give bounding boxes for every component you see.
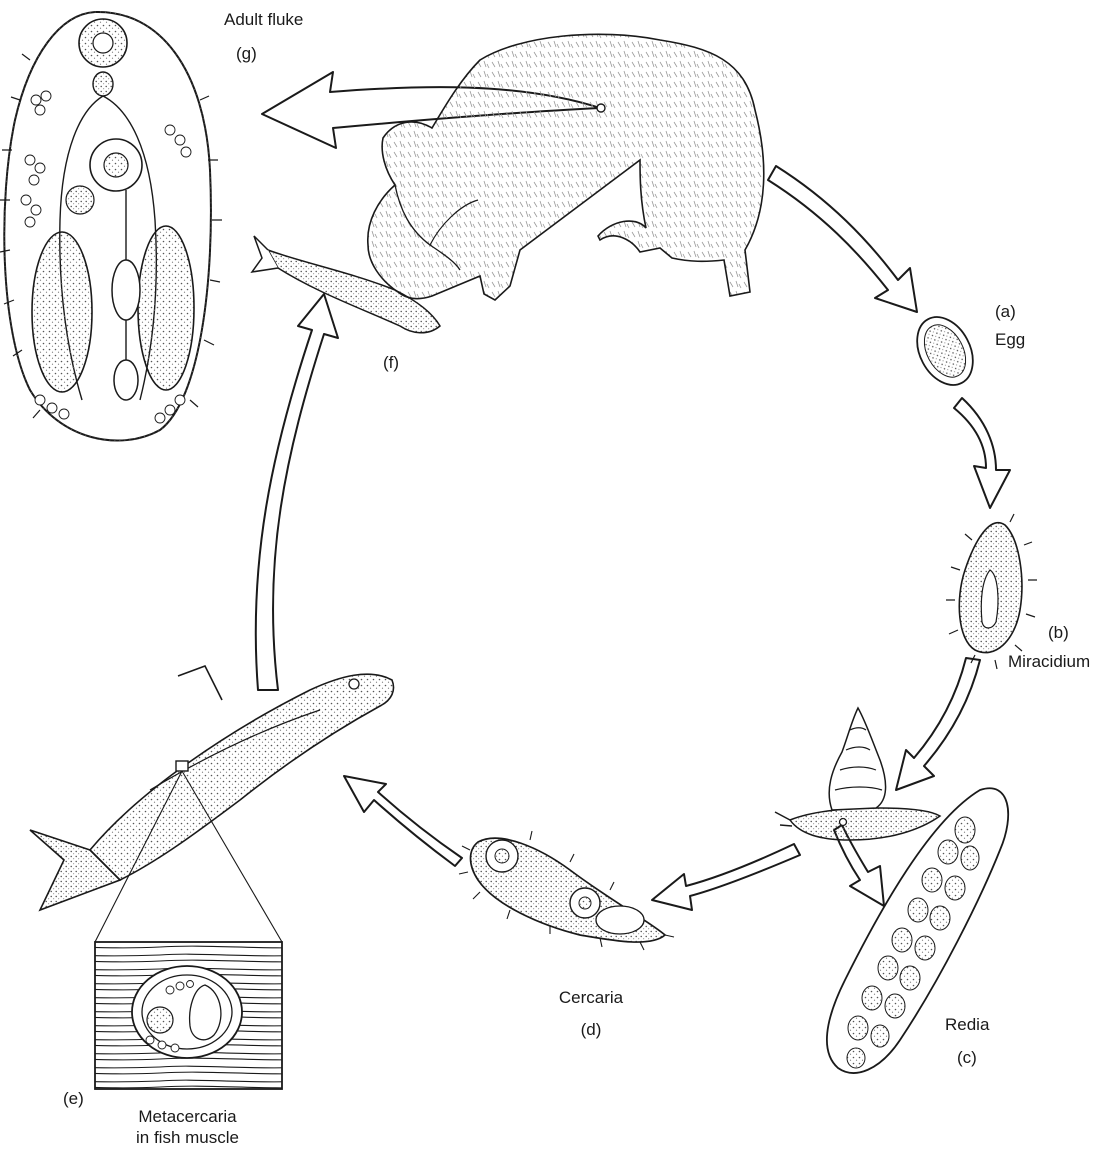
cercaria-label: Cercaria xyxy=(525,988,657,1008)
cercaria-letter: (d) xyxy=(525,1020,657,1040)
egg-letter: (a) xyxy=(995,302,1016,322)
adult-fluke-illustration xyxy=(0,12,222,441)
salmon-illustration xyxy=(30,666,394,942)
metacercaria-letter: (e) xyxy=(63,1089,84,1109)
dog-illustration xyxy=(368,34,764,300)
arrow-fish-to-host xyxy=(256,294,338,690)
redia-label: Redia xyxy=(945,1015,989,1035)
arrow-dog-to-egg xyxy=(768,166,917,312)
cercaria-illustration xyxy=(459,831,674,950)
metacercaria-inset xyxy=(95,942,282,1089)
egg-label: Egg xyxy=(995,330,1025,350)
cycle-arrows xyxy=(256,72,1010,910)
metacercaria-label-line2: in fish muscle xyxy=(110,1128,265,1148)
redia-letter: (c) xyxy=(957,1048,977,1068)
arrow-egg-to-miracidium xyxy=(954,398,1010,508)
adult-fluke-label: Adult fluke xyxy=(224,10,303,30)
miracidium-label: Miracidium xyxy=(1008,652,1090,672)
arrow-cercaria-to-fish xyxy=(344,776,462,866)
adult-fluke-letter: (g) xyxy=(236,44,257,64)
arrow-miracidium-to-snail xyxy=(896,658,980,790)
arrow-snail-to-cercaria xyxy=(652,844,800,910)
host-letter: (f) xyxy=(383,353,399,373)
metacercaria-label-line1: Metacercaria xyxy=(110,1107,265,1127)
miracidium-illustration xyxy=(946,514,1037,669)
miracidium-letter: (b) xyxy=(1048,623,1069,643)
egg-illustration xyxy=(906,307,984,394)
